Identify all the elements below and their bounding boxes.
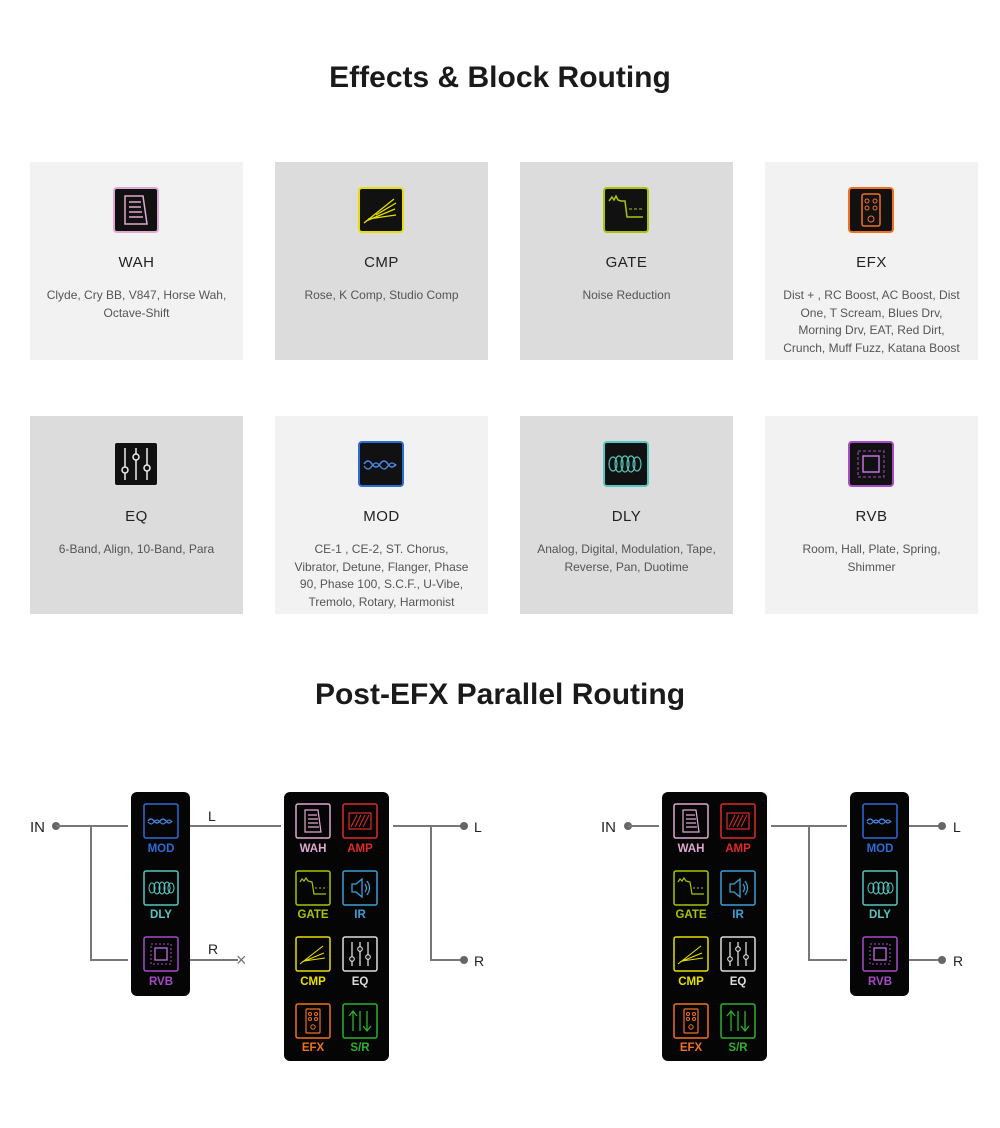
cmp-icon <box>358 187 404 233</box>
efx-label: EFX <box>302 1042 325 1054</box>
left-routing-diagram: IN L R × MOD DLY RVB WAH AMP GATE IR CMP… <box>30 792 484 1061</box>
gate-icon <box>603 187 649 233</box>
card-title: GATE <box>605 254 648 271</box>
in-label: IN <box>30 819 45 836</box>
chain-unit <box>662 792 767 1061</box>
out-l-node <box>460 822 468 830</box>
efx-pedal-icon <box>848 187 894 233</box>
card-title: EFX <box>856 254 887 271</box>
section-title-effects: Effects & Block Routing <box>329 61 671 94</box>
dly-echo-icon <box>603 441 649 487</box>
out-l-label: L <box>474 819 482 835</box>
card-title: RVB <box>855 508 888 525</box>
amp-label: AMP <box>347 843 373 855</box>
out-l-node <box>938 822 946 830</box>
dly-label: DLY <box>869 909 891 921</box>
eq-icon <box>113 441 159 487</box>
card-title: WAH <box>118 254 155 271</box>
out-wires <box>909 825 942 961</box>
card-desc: Analog, Digital, Modulation, Tape, Rever… <box>537 542 716 574</box>
rvb-room-icon <box>848 441 894 487</box>
gate-label: GATE <box>297 909 328 921</box>
efx-label: EFX <box>680 1042 703 1054</box>
card-desc: 6-Band, Align, 10-Band, Para <box>58 542 215 556</box>
routing-diagram: IN L R × MOD DLY RVB WAH AMP GATE IR CMP… <box>30 792 963 1061</box>
amp-label: AMP <box>725 843 751 855</box>
mod-label: MOD <box>867 843 894 855</box>
in-wires <box>56 825 128 961</box>
out-r-node <box>460 956 468 964</box>
rvb-label: RVB <box>868 976 892 988</box>
card-title: MOD <box>363 508 400 525</box>
parallel-unit <box>131 792 190 996</box>
card-desc: Rose, K Comp, Studio Comp <box>304 288 459 302</box>
wah-icon <box>113 187 159 233</box>
chain-unit <box>284 792 389 1061</box>
card-title: EQ <box>125 508 148 525</box>
out-r-label: R <box>474 953 484 969</box>
dly-label: DLY <box>150 909 172 921</box>
out-r-label: R <box>953 953 963 969</box>
sr-label: S/R <box>728 1042 748 1054</box>
card-eq: EQ 6-Band, Align, 10-Band, Para <box>30 416 243 614</box>
rvb-label: RVB <box>149 976 173 988</box>
sr-label: S/R <box>350 1042 370 1054</box>
cmp-label: CMP <box>678 976 704 988</box>
card-desc: Dist + , RC Boost, AC Boost, Dist One, T… <box>783 288 960 355</box>
card-desc: Room, Hall, Plate, Spring, Shimmer <box>802 542 941 574</box>
eq-label: EQ <box>352 976 369 988</box>
mod-label: MOD <box>148 843 175 855</box>
card-title: DLY <box>611 508 642 525</box>
card-title: CMP <box>364 254 399 271</box>
card-wah: WAH Clyde, Cry BB, V847, Horse Wah, Octa… <box>30 162 243 360</box>
cmp-label: CMP <box>300 976 326 988</box>
ir-label: IR <box>732 909 744 921</box>
gate-label: GATE <box>675 909 706 921</box>
l-label: L <box>208 808 216 824</box>
ir-label: IR <box>354 909 366 921</box>
right-routing-diagram: IN WAH AMP GATE IR CMP EQ EFX S/R MOD DL… <box>601 792 963 1061</box>
out-wires <box>393 825 464 961</box>
r-mute-mark: × <box>236 950 247 970</box>
mod-wave-icon <box>358 441 404 487</box>
card-rvb: RVB Room, Hall, Plate, Spring, Shimmer <box>765 416 978 614</box>
card-desc: Noise Reduction <box>582 288 671 302</box>
card-dly: DLY Analog, Digital, Modulation, Tape, R… <box>520 416 733 614</box>
in-label: IN <box>601 819 616 836</box>
card-efx: EFX Dist + , RC Boost, AC Boost, Dist On… <box>765 162 978 360</box>
card-cmp: CMP Rose, K Comp, Studio Comp <box>275 162 488 360</box>
wah-label: WAH <box>300 843 327 855</box>
out-r-node <box>938 956 946 964</box>
card-gate: GATE Noise Reduction <box>520 162 733 360</box>
wah-label: WAH <box>678 843 705 855</box>
mid-wires <box>771 825 847 961</box>
eq-label: EQ <box>730 976 747 988</box>
card-desc: CE-1 , CE-2, ST. Chorus, Vibrator, Detun… <box>294 542 469 609</box>
r-label: R <box>208 941 218 957</box>
out-l-label: L <box>953 819 961 835</box>
parallel-unit <box>850 792 909 996</box>
card-desc: Clyde, Cry BB, V847, Horse Wah, Octave-S… <box>46 288 227 320</box>
section-title-parallel: Post-EFX Parallel Routing <box>314 678 686 711</box>
card-mod: MOD CE-1 , CE-2, ST. Chorus, Vibrator, D… <box>275 416 488 614</box>
